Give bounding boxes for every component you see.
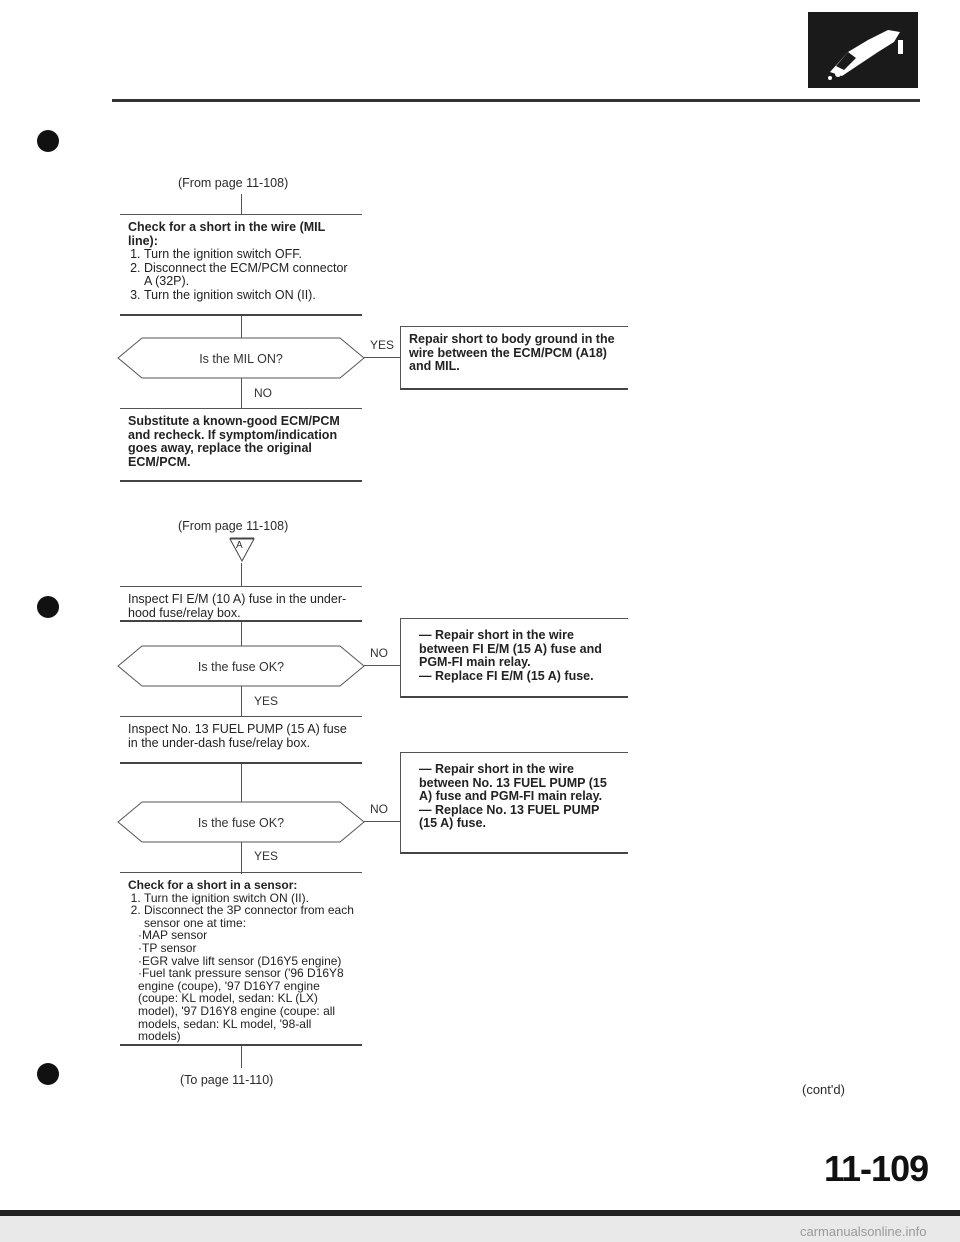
question-fuse-ok-1: Is the fuse OK? [197, 660, 285, 674]
decision-diamond-fuse-2 [117, 801, 365, 843]
no-label-1: NO [254, 386, 272, 400]
from-page-label-1: (From page 11-108) [178, 176, 289, 190]
inspect-fuel-pump-box: Inspect No. 13 FUEL PUMP (15 A) fuse in … [120, 716, 362, 764]
watermark: carmanualsonline.info [800, 1224, 927, 1239]
no-label-2: NO [370, 646, 388, 660]
action-item: Repair short in the wire between No. 13 … [419, 762, 620, 804]
repair-fi-em-box: Repair short in the wire between FI E/M … [400, 618, 628, 698]
decision-diamond-fuse-1 [117, 645, 365, 687]
step: Disconnect the 3P connector from each se… [144, 904, 354, 929]
yes-label-1: YES [370, 338, 395, 352]
yes-label-3: YES [254, 849, 279, 863]
step: Turn the ignition switch ON (II). [144, 288, 354, 303]
to-page-label: (To page 11-110) [180, 1073, 274, 1087]
sensor-item: TP sensor [138, 942, 354, 955]
action-item: Replace No. 13 FUEL PUMP (15 A) fuse. [419, 803, 620, 831]
yes-label-2: YES [254, 694, 279, 708]
sensor-list: MAP sensor TP sensor EGR valve lift sens… [128, 929, 354, 1042]
check-sensor-steps: Turn the ignition switch ON (II). Discon… [128, 891, 354, 930]
binding-hole-2 [37, 596, 59, 618]
binding-hole-1 [37, 130, 59, 152]
page-number: 11-109 [824, 1148, 929, 1189]
question-mil-on: Is the MIL ON? [199, 352, 283, 366]
check-sensor-box: Check for a short in a sensor: Turn the … [120, 872, 362, 1046]
decision-diamond-mil [117, 337, 365, 379]
repair-short-box: Repair short to body ground in the wire … [400, 326, 628, 390]
check-mil-line-box: Check for a short in the wire (MIL line)… [120, 214, 362, 316]
sensor-item: EGR valve lift sensor (D16Y5 engine) [138, 954, 354, 968]
substitute-ecm-box: Substitute a known-good ECM/PCM and rech… [120, 408, 362, 482]
header-logo [808, 12, 918, 88]
repair-fuel-pump-box: Repair short in the wire between No. 13 … [400, 752, 628, 854]
contd-label: (cont'd) [802, 1082, 845, 1097]
binding-hole-3 [37, 1063, 59, 1085]
step: Turn the ignition switch ON (II). [144, 891, 354, 905]
no-label-3: NO [370, 802, 388, 816]
inspect-fi-em-box: Inspect FI E/M (10 A) fuse in the under-… [120, 586, 362, 622]
action-item: Repair short in the wire between FI E/M … [419, 628, 620, 670]
from-page-label-2: (From page 11-108) [178, 519, 289, 533]
connector-a-letter: A [236, 540, 243, 551]
footer-rule [0, 1210, 960, 1216]
sensor-item: Fuel tank pressure sensor ('96 D16Y8 eng… [138, 967, 354, 1043]
step: Disconnect the ECM/PCM connector A (32P)… [144, 261, 354, 289]
check-mil-line-title: Check for a short in the wire (MIL line)… [128, 220, 326, 248]
action-item: Replace FI E/M (15 A) fuse. [419, 669, 620, 684]
check-mil-line-steps: Turn the ignition switch OFF. Disconnect… [128, 247, 354, 303]
check-sensor-title: Check for a short in a sensor: [128, 878, 298, 892]
question-fuse-ok-2: Is the fuse OK? [197, 816, 285, 830]
sensor-item: MAP sensor [138, 929, 354, 942]
connector-a-marker [229, 537, 255, 563]
fuel-injector-icon [808, 12, 918, 88]
footer-band [0, 1216, 960, 1242]
step: Turn the ignition switch OFF. [144, 247, 354, 262]
header-rule [112, 99, 920, 102]
